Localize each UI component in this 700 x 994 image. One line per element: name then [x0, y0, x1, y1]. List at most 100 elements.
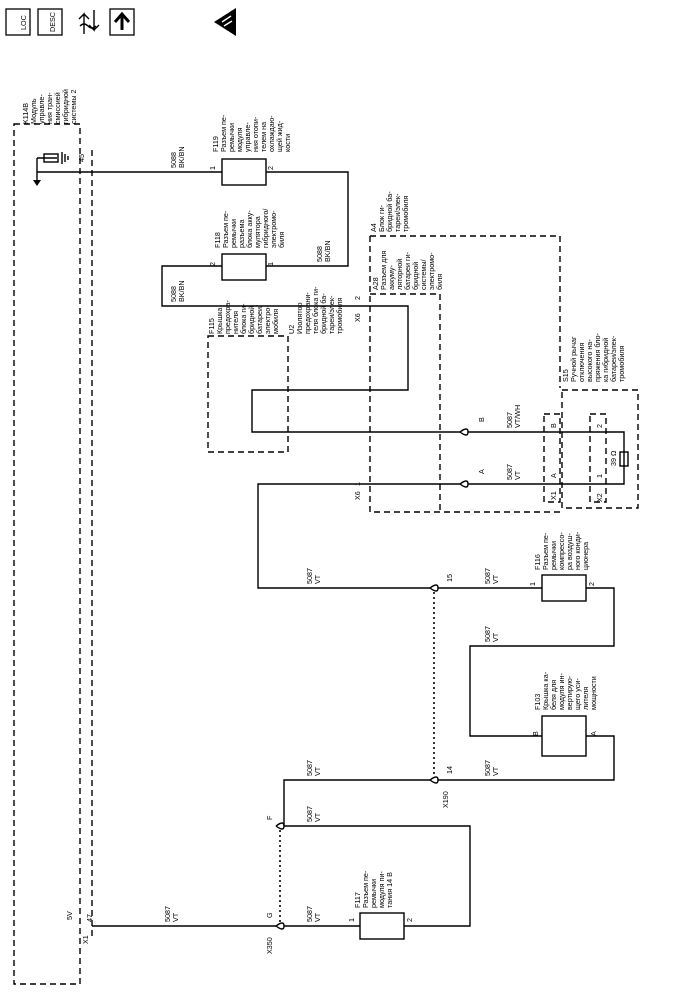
s15-line: ка гибридной [601, 338, 610, 382]
f119-line: кости [283, 134, 292, 152]
s15-line: батареи/элек- [609, 335, 618, 382]
x350-pin-f: F [265, 815, 274, 820]
f115-line: батареи/ [255, 305, 264, 334]
f103-title: F103 [533, 694, 542, 710]
a28-label: A28 Разъем для аккуму- ляторной батареи … [371, 251, 444, 290]
f118-line: биля [277, 232, 286, 248]
a4-line: бридной ба- [385, 191, 394, 232]
x190-pin-15-connector [429, 584, 439, 592]
s15-title: S15 [561, 369, 570, 382]
k114b-label: K114B Модуль управле- ния тран- смиссией… [21, 89, 78, 124]
f115-title: F115 [207, 318, 216, 334]
f118-line: электромо- [269, 210, 278, 248]
wire-label: VT [313, 766, 322, 776]
f119-line: модуля [235, 127, 244, 152]
inline-pin-a: A [477, 469, 486, 474]
s15-line: пряжения бло- [593, 333, 602, 382]
a28-x6-top: X6 [353, 313, 362, 322]
f118-jumper [221, 253, 267, 281]
a28-x6-bottom: X6 [353, 491, 362, 500]
f117-pin-1: 1 [347, 918, 356, 922]
f115-line: Крышка [215, 308, 224, 334]
k114b-line: системы 2 [69, 89, 78, 124]
f117-line: ремычки [369, 879, 378, 908]
f118-line: Разъем пе- [221, 210, 230, 248]
f116-pin-2: 2 [587, 582, 596, 586]
f116-line: Разъем пе- [541, 532, 550, 570]
wire-5088-mid [266, 171, 349, 267]
x190-pin-15: 15 [445, 574, 454, 582]
s15-switch-box [561, 389, 639, 509]
a4-label: A4 Блок ги- бридной ба- тареи/элек- тром… [369, 191, 410, 232]
f103-pin-b: B [531, 731, 540, 736]
f116-jumper [541, 574, 587, 602]
x350-pin-g-connector [275, 922, 285, 930]
x350-pin-f-connector [275, 822, 285, 830]
x190-pin-14-connector [429, 776, 439, 784]
wire-label: 5088 [169, 286, 178, 302]
a28-line: батареи ги- [403, 251, 412, 290]
upload-icon[interactable] [109, 8, 135, 36]
wire-label: VT [491, 632, 500, 642]
s15-resistor-loop [606, 431, 625, 485]
wire-label: 5087 [483, 568, 492, 584]
a28-line: биля [435, 274, 444, 290]
f115-line: бридной [247, 306, 256, 334]
f119-label: F119 Разъем пе- ремычки модуля управле- … [211, 114, 292, 152]
toolbar: LOC DESC [0, 0, 700, 50]
u2-title: U2 [287, 325, 296, 334]
f119-line: охлаждаю- [267, 115, 276, 152]
f116-line: ного конди- [573, 531, 582, 570]
s15-line: отключения [577, 342, 586, 382]
wire-label: 5087 [305, 760, 314, 776]
f118-line: разъема [237, 220, 246, 248]
wire-label: 5088 [315, 246, 324, 262]
f119-pin-1: 1 [208, 166, 217, 170]
f119-title: F119 [211, 136, 220, 152]
f117-title: F117 [353, 892, 362, 908]
f117-pin-2: 2 [405, 918, 414, 922]
f115-line: мобиля [271, 309, 280, 334]
f115-line: электро- [263, 305, 272, 334]
f116-line: ра воздуш- [565, 533, 574, 570]
u2-label: U2 Изолятор предохрани- теля блока ги- б… [287, 286, 344, 334]
wire-5087-14-left [283, 779, 430, 826]
s15-line: Ручной рычаг [569, 336, 578, 382]
inline-connector-a [459, 480, 469, 488]
f103-line: Крышка ка- [541, 671, 550, 710]
flow-icon[interactable] [78, 10, 100, 34]
s15-x1: X1 [549, 491, 558, 500]
f115-line: блока ги- [239, 303, 248, 334]
wire-label: BK/BN [177, 146, 186, 168]
s15-pin-b: B [549, 423, 558, 428]
wire-label: VT [491, 766, 500, 776]
a28-line: Разъем для [379, 251, 388, 290]
f117-line: Разъем пе- [361, 870, 370, 908]
wire-label: VT [513, 470, 522, 480]
a28-title: A28 [371, 277, 380, 290]
wire-label: VT [313, 812, 322, 822]
desc-icon[interactable]: DESC [37, 8, 63, 36]
f119-line: ремычки [227, 123, 236, 152]
f118-label: F118 Разъем пе- ремычки разъема блока ак… [213, 209, 286, 248]
wire-label: 5087 [483, 760, 492, 776]
wire-5087-f [284, 825, 471, 927]
pin-5v: 5V [65, 911, 74, 920]
f117-label: F117 Разъем пе- ремычки модуля пи- тания… [353, 870, 394, 908]
wire-label: VT [313, 574, 322, 584]
k114b-line: Модуль [29, 98, 38, 124]
u2-line: теля блока ги- [311, 286, 320, 334]
f118-line: ремычки [229, 219, 238, 248]
inline-connector-b [459, 428, 469, 436]
wire-label: 5087 [305, 806, 314, 822]
a28-connector-box [370, 293, 441, 510]
pin-47: 47 [85, 914, 94, 922]
s15-pin-a: A [549, 473, 558, 478]
f119-line: управле- [243, 122, 252, 152]
u2-line: предохрани- [303, 292, 312, 334]
loc-icon[interactable]: LOC [5, 8, 31, 36]
k114b-module-box [13, 123, 81, 985]
u2-line: бридной ба- [319, 293, 328, 334]
f103-label: F103 Крышка ка- беля для модуля ин- верт… [533, 671, 598, 710]
